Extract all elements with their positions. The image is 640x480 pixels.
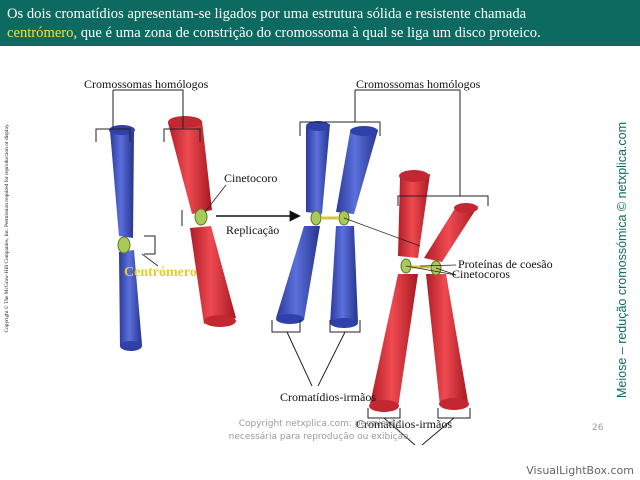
watermark: VisualLightBox.com <box>526 464 634 477</box>
cinetocoros-pointer-1 <box>405 265 457 276</box>
footer-line1: Copyright netxplica.com: permissão <box>238 419 402 429</box>
homologs-bracket-left <box>95 89 201 255</box>
label-replicacao: Replicação <box>226 223 279 237</box>
vertical-copyright-left: Copyright © The McGraw-Hill Companies, I… <box>4 123 10 333</box>
label-homologos-left: Cromossomas homólogos <box>84 77 209 91</box>
caption-banner: Os dois cromatídios apresentam-se ligado… <box>0 0 640 46</box>
caption-line1: Os dois cromatídios apresentam-se ligado… <box>7 6 527 22</box>
label-proteinas: Proteínas de coesão <box>458 257 553 271</box>
homologs-bracket-right <box>299 89 489 206</box>
sister-chromatids-bracket-right <box>367 408 471 446</box>
caption-text: Os dois cromatídios apresentam-se ligado… <box>7 5 635 43</box>
red-chromosome-right <box>369 170 478 412</box>
label-leaders-right <box>343 217 457 276</box>
sister-chromatids-bracket-left <box>271 320 361 387</box>
kinetochore-blue-1 <box>310 210 322 226</box>
cinetocoros-pointer-2 <box>435 267 457 276</box>
cinetocoro-pointer <box>204 184 227 213</box>
centromere-left-red <box>194 208 208 226</box>
caption-highlight-term: centrómero <box>7 25 74 41</box>
label-cinetocoro: Cinetocoro <box>224 171 277 185</box>
footer-copyright: Copyright netxplica.com: permissão neces… <box>200 418 440 444</box>
blue-chromosome-right <box>276 121 378 328</box>
centromere-left-blue <box>117 236 131 254</box>
vertical-credit-right: Meiose – redução cromossómica © netxplic… <box>615 122 629 398</box>
label-cinetocoros: Cinetocoros <box>452 267 510 281</box>
footer-line2: necessária para reprodução ou exibição. <box>228 432 412 442</box>
label-centromero: Centrómero <box>124 265 197 280</box>
proteinas-pointer <box>419 264 457 267</box>
caption-line2: , que é uma zona de constrição do cromos… <box>73 25 541 41</box>
label-homologos-right: Cromossomas homólogos <box>356 77 481 91</box>
chromosome-diagram: Cromossomas homólogos Centrómero Cinetoc… <box>84 77 553 446</box>
red-chromosome-left <box>168 116 236 327</box>
label-cromatidios-right: Cromatídios-irmãos <box>356 417 452 431</box>
centromero-pointer <box>141 253 159 267</box>
blue-chromosome-left <box>109 125 142 351</box>
label-cromatidios-left: Cromatídios-irmãos <box>280 390 376 404</box>
cinetocoros-pointer-3 <box>343 217 421 247</box>
page-number: 26 <box>592 423 604 433</box>
